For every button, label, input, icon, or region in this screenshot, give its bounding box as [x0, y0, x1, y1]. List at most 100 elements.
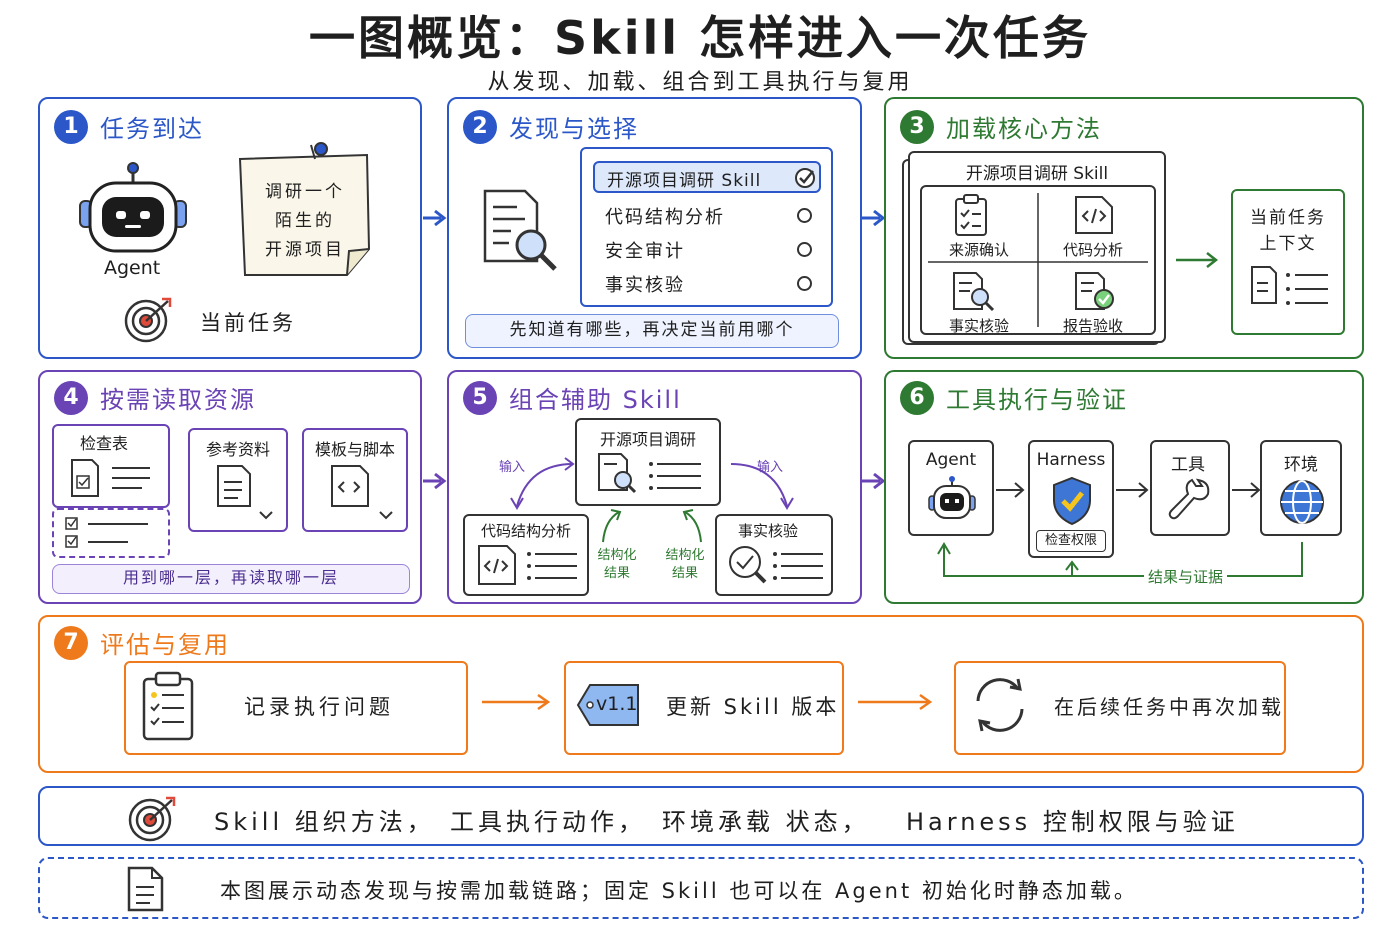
skill-option-label[interactable]: 安全审计	[605, 241, 685, 262]
radio-icon[interactable]	[797, 276, 812, 291]
helper-skill-label: 事实核验	[737, 522, 798, 540]
note-text: 本图展示动态发现与按需加载链路；固定 Skill 也可以在 Agent 初始化时…	[220, 879, 1138, 903]
panel-header: 3 加载核心方法	[900, 109, 1102, 144]
context-title: 当前任务	[1250, 208, 1326, 228]
cell-label: 代码分析	[1062, 241, 1123, 259]
shield-check-icon	[1053, 476, 1091, 526]
skill-card-title: 开源项目调研 Skill	[965, 164, 1109, 184]
step-number: 1	[54, 109, 88, 144]
note-line: 开源项目	[265, 240, 345, 260]
summary-part: 工具执行动作，	[450, 808, 646, 836]
node-label: Harness	[1036, 450, 1106, 470]
step-label: 更新 Skill 版本	[666, 695, 840, 719]
document-search-icon	[953, 272, 995, 312]
current-task-label: 当前任务	[200, 311, 296, 335]
feedback-label: 结果与证据	[1144, 566, 1228, 587]
document-icon	[127, 866, 164, 912]
note-bar: 本图展示动态发现与按需加载链路；固定 Skill 也可以在 Agent 初始化时…	[38, 857, 1364, 919]
result-arrow-left	[602, 509, 622, 543]
robot-icon	[79, 162, 187, 253]
node-label: 工具	[1171, 455, 1205, 475]
arrow-icon	[482, 693, 551, 711]
code-icon	[331, 465, 393, 520]
panel-header: 2 发现与选择	[463, 109, 639, 144]
panel-header: 6 工具执行与验证	[900, 380, 1128, 415]
radio-icon[interactable]	[797, 208, 812, 223]
skill-option-label[interactable]: 事实核验	[605, 275, 685, 296]
refresh-icon	[976, 678, 1024, 732]
panel-title: 组合辅助 Skill	[509, 386, 682, 414]
page-subtitle: 从发现、加载、组合到工具执行与复用	[487, 70, 913, 95]
panel-evaluate-reuse: 7 评估与复用 记录执行问题 v1.1 更新 Skill 版本 在后续任务中再次…	[38, 615, 1364, 773]
target-icon	[124, 297, 172, 343]
arrow-icon	[423, 209, 447, 227]
step-reload[interactable]	[954, 661, 1286, 755]
harness-badge: 检查权限	[1036, 530, 1106, 552]
arrow-icon	[862, 472, 886, 490]
panel-title: 评估与复用	[100, 631, 230, 659]
step-number: 3	[900, 109, 934, 144]
panel-header: 4 按需读取资源	[54, 380, 256, 415]
skill-option-label: 开源项目调研 Skill	[607, 171, 762, 191]
robot-icon	[928, 476, 976, 519]
panel-read-resources: 4 按需读取资源 检查表 参考资料 模板与脚本 用到哪一层，再读取哪一层	[38, 370, 422, 604]
skill-option-selected[interactable]	[593, 161, 821, 193]
main-skill-label: 开源项目调研	[599, 430, 696, 449]
note-line: 陌生的	[275, 211, 335, 231]
target-icon	[128, 796, 176, 842]
node-harness[interactable]	[1028, 440, 1114, 558]
context-card	[1231, 189, 1345, 335]
panel-task-arrival: 1 任务到达 Agent 调研一个 陌生的 开源项目 当前任务	[38, 97, 422, 359]
wrench-icon	[1168, 478, 1210, 520]
panel-compose-skill: 5 组合辅助 Skill 开源项目调研 代码结构分析 事实核验 输入 输入 结构…	[447, 370, 862, 604]
clipboard-icon	[142, 671, 194, 741]
panel-discover-select: 2 发现与选择 开源项目调研 Skill 代码结构分析 安全审计 事实核验 先知…	[447, 97, 862, 359]
step-label: 记录执行问题	[244, 695, 394, 719]
arrow-icon	[862, 209, 886, 227]
node-label: Agent	[925, 450, 977, 470]
input-label: 输入	[499, 460, 526, 475]
cell-label: 来源确认	[948, 241, 1009, 259]
agent-label: Agent	[104, 257, 161, 279]
document-search-icon	[598, 453, 701, 494]
input-label: 输入	[757, 460, 784, 475]
check-search-list-icon	[729, 546, 823, 584]
arrow-icon	[996, 482, 1025, 498]
checklist-icon	[71, 459, 150, 497]
note-icon	[238, 142, 371, 276]
panel-load-method: 3 加载核心方法 开源项目调研 Skill 来源确认 代码分析 事实核验 报告验…	[884, 97, 1364, 359]
context-title: 上下文	[1259, 234, 1317, 254]
panel-title: 加载核心方法	[946, 115, 1102, 143]
result-label: 结构化	[597, 548, 637, 563]
step-number: 2	[463, 109, 497, 144]
feedback-loop	[937, 542, 1303, 577]
step-number: 6	[900, 380, 934, 415]
summary-bar: Skill 组织方法， 工具执行动作， 环境承载 状态， Harness 控制权…	[38, 786, 1364, 846]
arrow-icon	[1232, 482, 1261, 498]
skill-option-label[interactable]: 代码结构分析	[605, 207, 725, 228]
document-icon	[217, 465, 273, 520]
summary-part: 环境承载 状态，	[662, 808, 870, 836]
step-number: 4	[54, 380, 88, 415]
checkbox-list-icon	[65, 517, 148, 548]
step-label: 在后续任务中再次加载	[1054, 695, 1284, 719]
arrow-icon	[423, 472, 447, 490]
code-icon	[1075, 196, 1113, 234]
document-search-icon	[483, 189, 557, 271]
input-arrow-left	[510, 457, 575, 510]
code-list-icon	[478, 545, 577, 585]
result-label: 结果	[603, 566, 630, 581]
note-line: 调研一个	[265, 182, 345, 202]
arrow-icon	[858, 693, 933, 711]
panel-title: 按需读取资源	[100, 386, 256, 414]
version-tag-icon	[576, 684, 639, 726]
version-tag: v1.1	[596, 693, 638, 715]
panel-title: 工具执行与验证	[946, 386, 1128, 414]
globe-icon	[1280, 480, 1324, 524]
step-number: 5	[463, 380, 497, 415]
check-document-icon	[1075, 272, 1114, 310]
radio-icon[interactable]	[797, 242, 812, 257]
helper-skill-label: 代码结构分析	[480, 522, 571, 540]
clipboard-icon	[955, 194, 987, 236]
arrow-icon	[1176, 252, 1219, 268]
